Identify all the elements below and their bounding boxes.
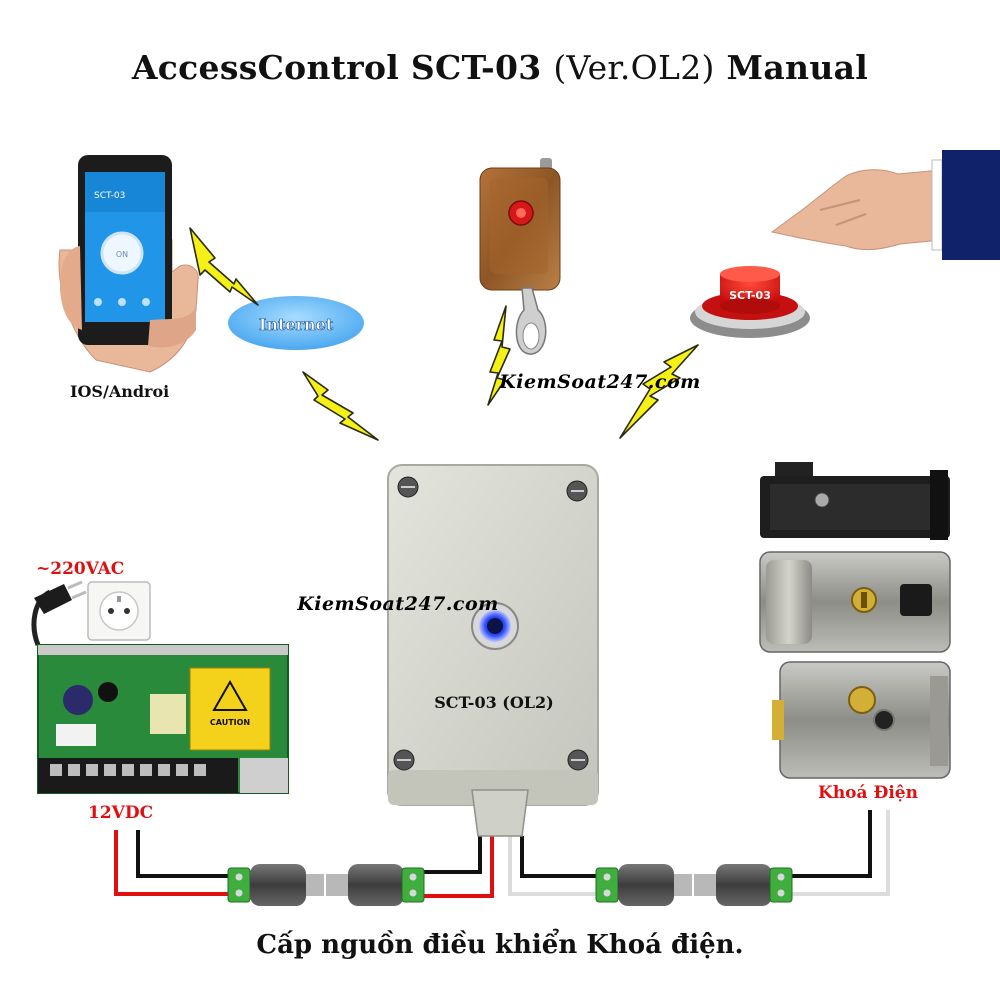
psu-caution-text: CAUTION (210, 718, 250, 727)
watermark-middle: KiemSoat247.com (296, 593, 499, 615)
controller-label: SCT-03 (OL2) (434, 693, 553, 712)
dc-connector-2 (326, 864, 424, 906)
remote-control-fob (480, 158, 560, 354)
phone-on-text: ON (116, 250, 128, 259)
wire-psu-black (138, 830, 240, 876)
electric-rim-lock-1 (760, 552, 950, 652)
watermark-top: KiemSoat247.com (498, 371, 701, 393)
dc-connector-4 (694, 864, 792, 906)
electric-rim-lock-2 (772, 662, 950, 778)
dc-connector-3 (596, 864, 692, 906)
phone-platform-label: IOS/Androi (70, 382, 169, 401)
lock-label: Khoá Điện (818, 783, 918, 803)
wire-psu-red (116, 830, 240, 894)
red-push-button (690, 266, 810, 338)
controller-box (388, 465, 598, 836)
dc-output-label: 12VDC (88, 803, 153, 823)
power-supply-board (38, 645, 288, 793)
wall-socket (88, 582, 150, 640)
phone-app-title: SCT-03 (94, 191, 125, 201)
power-plug (34, 582, 86, 645)
lightning-internet-to-controller-icon (303, 372, 378, 440)
pointing-hand-graphic (772, 150, 1000, 260)
wire-ctrl-out-white (510, 836, 606, 894)
diagram-caption: Cấp nguồn điều khiển Khoá điện. (0, 930, 1000, 960)
dc-connector-1 (228, 864, 324, 906)
smartphone-app-graphic (59, 155, 198, 372)
ac-input-label: ~220VAC (36, 559, 124, 579)
internet-label: Internet (259, 315, 334, 334)
wire-lock-black (780, 810, 870, 876)
push-button-label: SCT-03 (729, 289, 771, 302)
lightning-phone-to-internet-icon (190, 228, 258, 305)
electric-bolt-lock (760, 462, 950, 540)
wire-ctrl-out-black (522, 836, 606, 876)
cable-gland (472, 790, 528, 836)
